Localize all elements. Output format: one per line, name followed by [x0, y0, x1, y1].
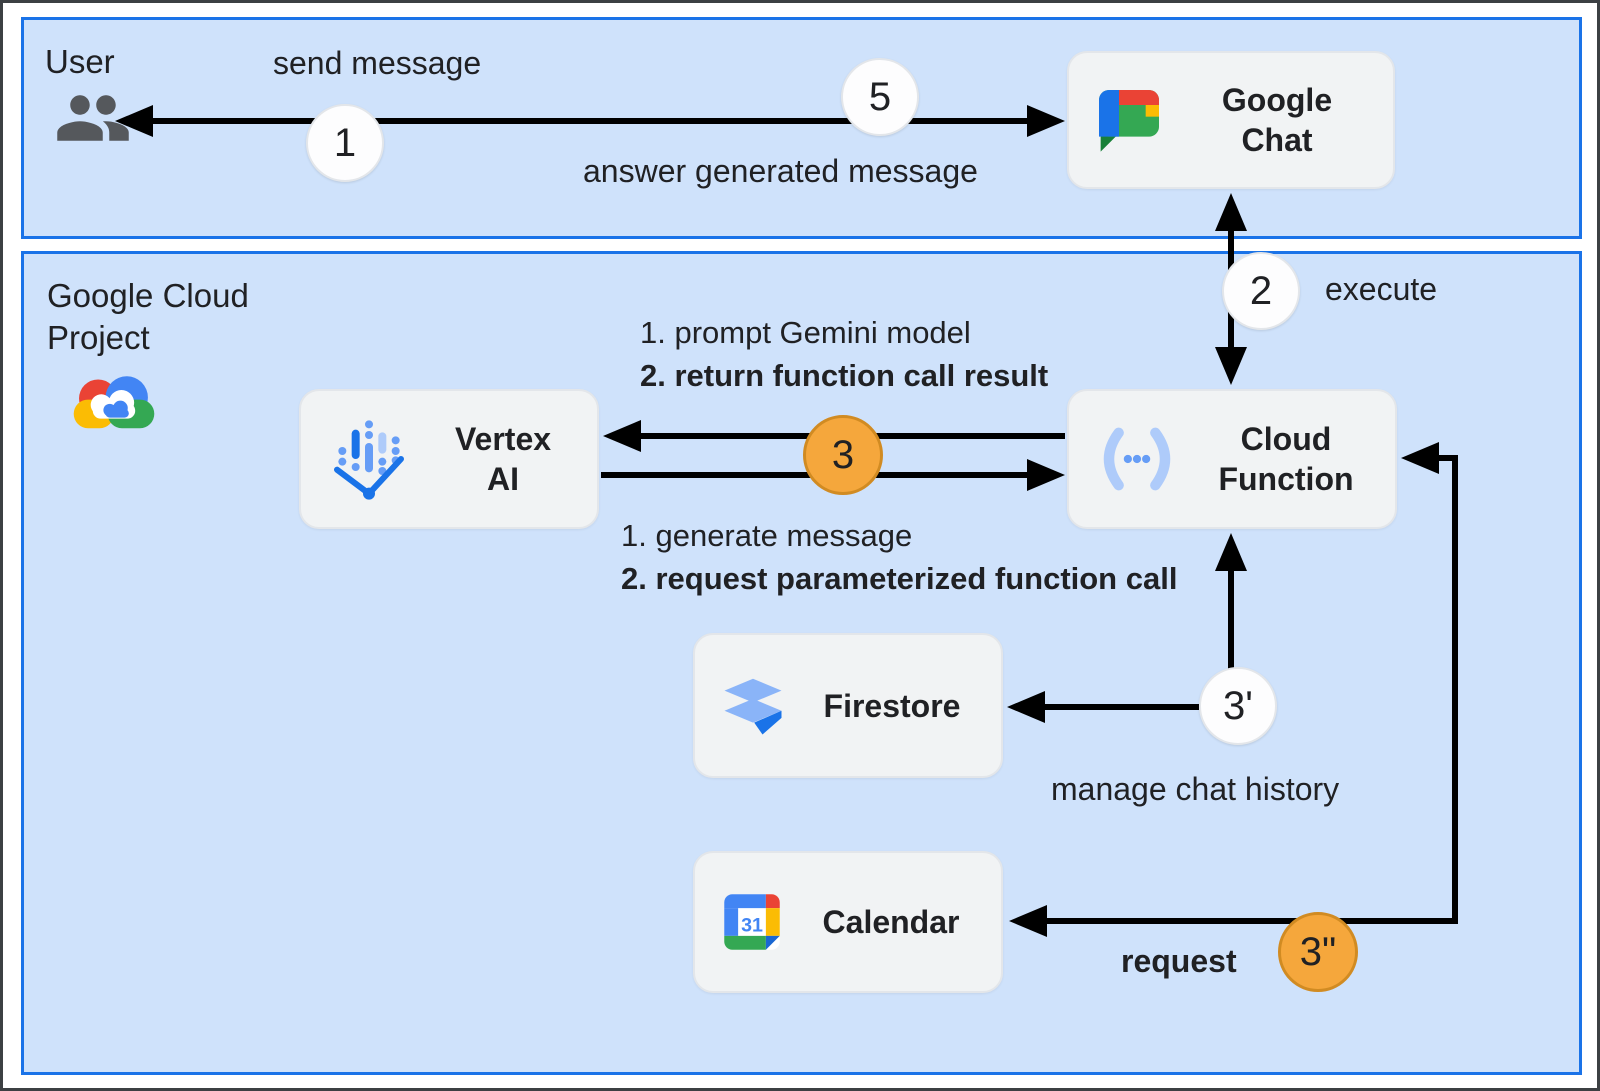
google-chat-node: Google Chat [1067, 51, 1395, 189]
prompt-gemini-label: 1. prompt Gemini model [640, 315, 971, 350]
google-cloud-project-label: Google Cloud Project [47, 277, 249, 357]
firestore-node: Firestore [693, 633, 1003, 778]
google-chat-icon [1089, 80, 1169, 160]
cloud-function-icon [1089, 427, 1185, 491]
manage-chat-history-label: manage chat history [1051, 771, 1340, 807]
step-badge-2: 2 [1222, 252, 1300, 330]
firestore-icon [715, 668, 791, 744]
svg-text:31: 31 [741, 914, 763, 936]
google-cloud-icon [61, 369, 167, 445]
step-badge-5: 5 [841, 58, 919, 136]
vertex-ai-icon [321, 411, 417, 507]
user-section-label: User [45, 43, 115, 80]
send-message-label: send message [273, 45, 482, 81]
firestore-label: Firestore [823, 687, 961, 724]
cloud-function-node: Cloud Function [1067, 389, 1397, 529]
google-calendar-icon: 31 [715, 885, 789, 959]
calendar-node: 31 Calendar [693, 851, 1003, 993]
calendar-label: Calendar [822, 904, 960, 940]
vertex-ai-node: Vertex AI [299, 389, 599, 529]
step-badge-1: 1 [306, 104, 384, 182]
request-label: request [1121, 943, 1237, 979]
people-icon [49, 79, 137, 157]
generate-message-label: 1. generate message [621, 518, 913, 553]
step-badge-3-prime: 3' [1199, 667, 1277, 745]
vertex-ai-label: Vertex AI [454, 421, 552, 497]
step-badge-3: 3 [803, 415, 883, 495]
cloud-function-label: Cloud Function [1218, 421, 1354, 497]
google-chat-label: Google Chat [1221, 82, 1333, 158]
step-badge-3-double-prime: 3" [1278, 912, 1358, 992]
request-parameterized-label: 2. request parameterized function call [621, 561, 1178, 596]
answer-generated-message-label: answer generated message [583, 153, 978, 189]
execute-label: execute [1325, 271, 1438, 307]
return-function-call-label: 2. return function call result [640, 358, 1049, 393]
